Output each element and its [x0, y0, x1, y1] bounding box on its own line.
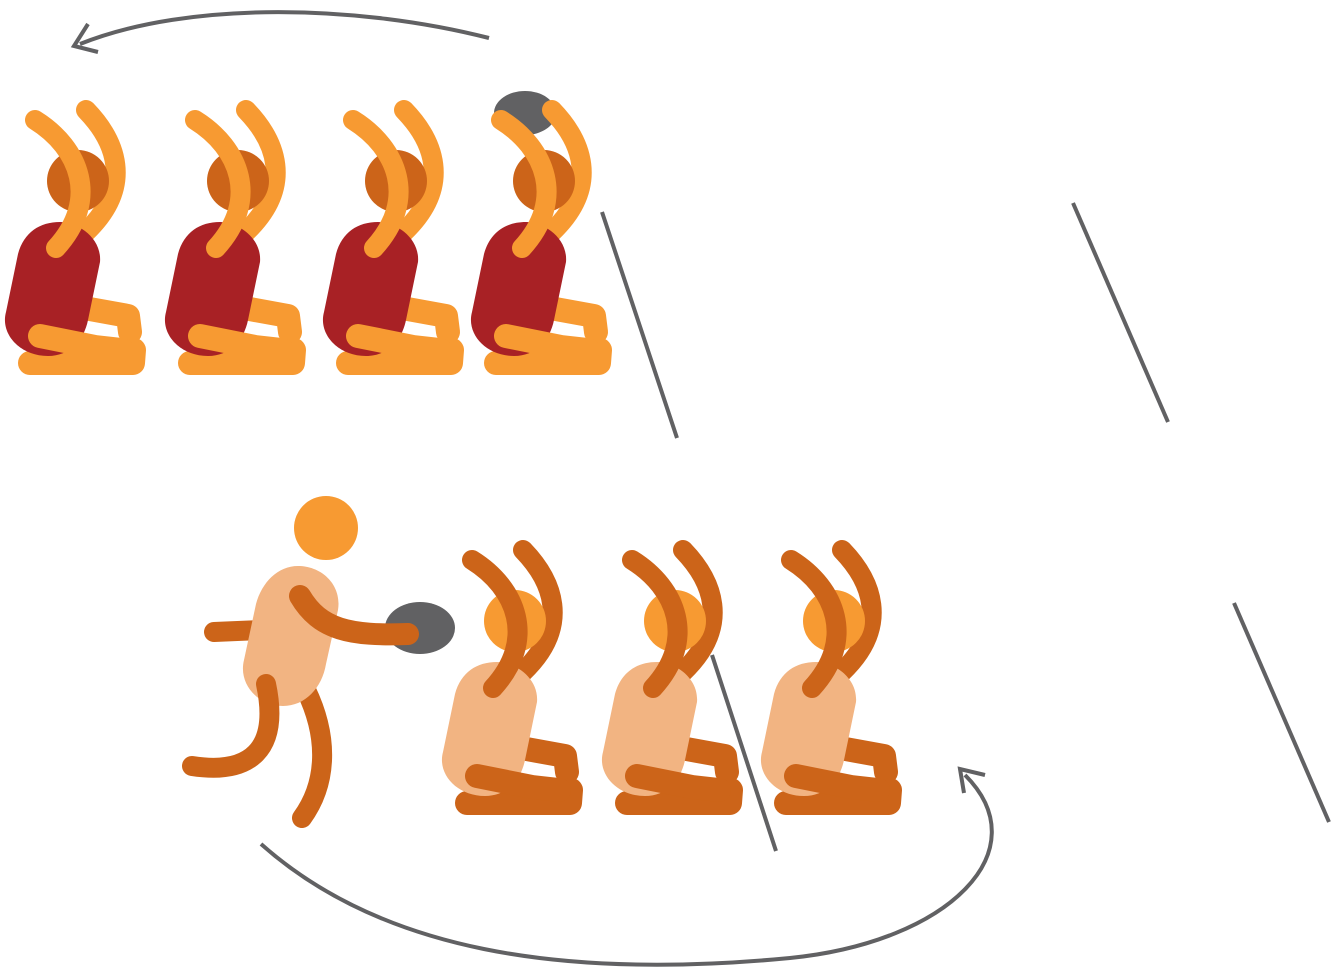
team-b-player-2 — [602, 550, 731, 803]
team-a-player-4 — [471, 110, 600, 363]
team-a-player-3 — [323, 110, 452, 363]
court-line-2 — [1073, 203, 1168, 422]
team-a-player-2 — [165, 110, 294, 363]
thrower-head — [294, 496, 358, 560]
court-line-1 — [602, 212, 677, 438]
team-b-player-1 — [442, 550, 571, 803]
team-b-player-3 — [761, 550, 890, 803]
court-line-4 — [1234, 603, 1329, 822]
team-a-player-1 — [5, 110, 134, 363]
top-curved-arrow-icon — [80, 12, 489, 44]
thrower-person-icon — [192, 496, 455, 818]
